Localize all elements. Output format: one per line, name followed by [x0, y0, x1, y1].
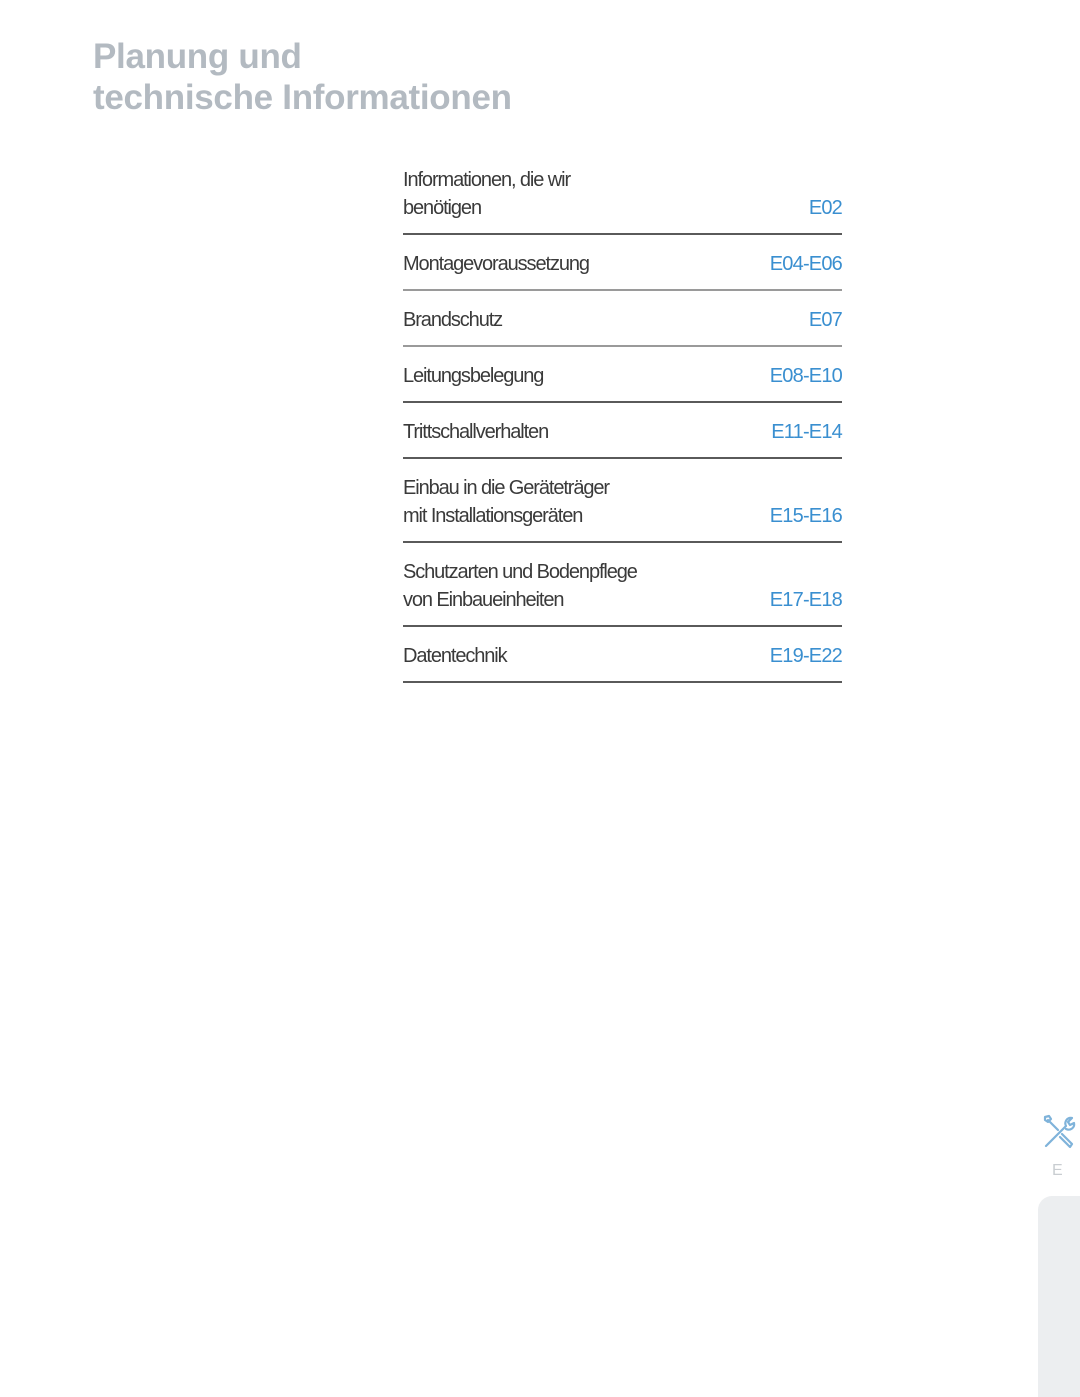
toc-entry-label-line-1: Schutzarten und Bodenpflege — [403, 561, 638, 583]
toc-entry[interactable]: Brandschutz E07 — [403, 300, 843, 347]
toc-entry[interactable]: Datentechnik E19-E22 — [403, 636, 843, 683]
toc-entry[interactable]: Schutzarten und Bodenpflege von Einbauei… — [403, 552, 843, 627]
toc-page-link[interactable]: E17-E18 — [769, 589, 843, 611]
toc-page-link[interactable]: E19-E22 — [769, 645, 843, 667]
toc-entry[interactable]: Trittschallverhalten E11-E14 — [403, 412, 843, 459]
toc-entry-label-line-1: Leitungsbelegung — [403, 365, 544, 387]
toc-entry-label-line-1: Trittschallverhalten — [403, 421, 549, 443]
toc-entry[interactable]: Leitungsbelegung E08-E10 — [403, 356, 843, 403]
toc-page-link[interactable]: E15-E16 — [769, 505, 843, 527]
toc-entry-label: Informationen, die wir benötigen — [403, 166, 571, 222]
toc-page-link[interactable]: E02 — [808, 197, 843, 219]
toc-entry-label-line-2: von Einbaueinheiten — [403, 589, 564, 611]
toc-entry-label-line-1: Informationen, die wir — [403, 169, 571, 191]
table-of-contents: Informationen, die wir benötigen E02 Mon… — [403, 160, 843, 692]
toc-entry-label: Schutzarten und Bodenpflege von Einbauei… — [403, 558, 638, 614]
toc-entry-label: Trittschallverhalten — [403, 418, 549, 446]
toc-entry-label-line-1: Brandschutz — [403, 309, 503, 331]
toc-entry[interactable]: Einbau in die Geräteträger mit Installat… — [403, 468, 843, 543]
toc-entry-label-line-2: mit Installationsgeräten — [403, 505, 583, 527]
toc-entry-label: Datentechnik — [403, 642, 508, 670]
toc-page-link[interactable]: E07 — [808, 309, 843, 331]
page-title: Planung und technische Informationen — [93, 36, 512, 118]
toc-page-link[interactable]: E11-E14 — [771, 421, 843, 443]
toc-entry-label: Einbau in die Geräteträger mit Installat… — [403, 474, 610, 530]
toc-page-link[interactable]: E04-E06 — [769, 253, 843, 275]
page-title-line-2: technische Informationen — [93, 78, 512, 117]
toc-entry-label: Leitungsbelegung — [403, 362, 544, 390]
toc-entry-label: Montagevoraussetzung — [403, 250, 590, 278]
section-side-tab[interactable] — [1038, 1196, 1080, 1397]
toc-entry-label: Brandschutz — [403, 306, 503, 334]
toc-entry[interactable]: Montagevoraussetzung E04-E06 — [403, 244, 843, 291]
toc-entry-label-line-1: Datentechnik — [403, 645, 508, 667]
page-title-line-1: Planung und — [93, 37, 302, 76]
toc-page-link[interactable]: E08-E10 — [769, 365, 843, 387]
toc-entry-label-line-1: Einbau in die Geräteträger — [403, 477, 610, 499]
wrench-screwdriver-icon — [1040, 1112, 1080, 1152]
toc-entry-label-line-1: Montagevoraussetzung — [403, 253, 590, 275]
section-letter: E — [1052, 1162, 1063, 1179]
toc-entry-label-line-2: benötigen — [403, 197, 482, 219]
toc-entry[interactable]: Informationen, die wir benötigen E02 — [403, 160, 843, 235]
